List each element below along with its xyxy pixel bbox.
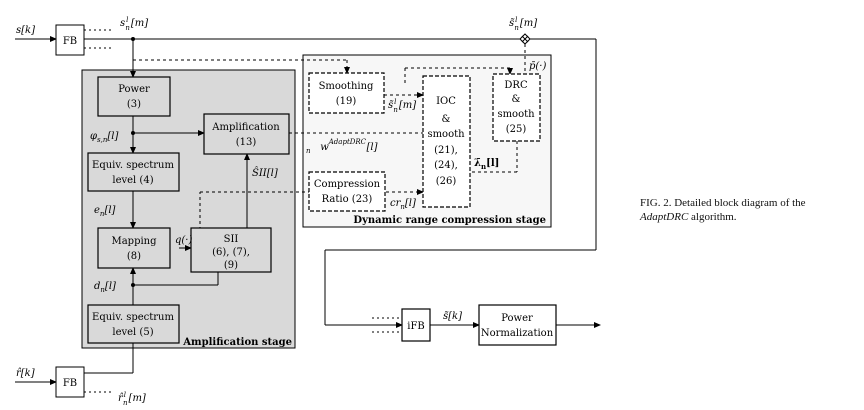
svg-text:&: & [442, 114, 451, 125]
svg-text:(6), (7),: (6), (7), [212, 247, 250, 258]
svg-text:(9): (9) [224, 260, 238, 271]
svg-text:Mapping: Mapping [111, 236, 157, 247]
drc-smooth-block: DRC & smooth (25) [492, 73, 541, 142]
svg-text:(3): (3) [127, 99, 141, 110]
svg-text:smooth: smooth [427, 129, 465, 140]
multiplier-symbol [519, 33, 531, 45]
smoothing-block: Smoothing (19) [308, 72, 385, 114]
power-normalization-block: Power Normalization [478, 304, 557, 346]
mapping-block: Mapping (8) [97, 227, 171, 269]
sii-block: SII (6), (7), (9) [190, 227, 272, 273]
fb-top-block: FB [55, 24, 85, 56]
signal-e-label: en[l] [94, 205, 116, 218]
equiv-spectrum-level-5-block: Equiv. spectrum level (5) [87, 304, 180, 344]
svg-text:IOC: IOC [436, 96, 456, 107]
svg-text:Amplification: Amplification [211, 122, 280, 133]
signal-d-label: dn[l] [94, 281, 116, 294]
signal-sii-hat-label: ŜII[l] [252, 167, 278, 179]
svg-text:(8): (8) [127, 251, 141, 262]
signal-p-bar-label: p̄(·) [529, 61, 546, 72]
signal-q-label: q(·) [175, 235, 192, 246]
power-block: Power (3) [97, 76, 171, 117]
svg-text:Ratio (23): Ratio (23) [322, 194, 373, 205]
drc-stage-label: Dynamic range compression stage [353, 215, 546, 226]
figure-caption: FIG. 2. Detailed block diagram of the Ad… [640, 197, 806, 223]
svg-text:Equiv. spectrum: Equiv. spectrum [92, 160, 174, 171]
ioc-smooth-block: IOC & smooth (21), (24), (26) [422, 75, 471, 208]
svg-text:DRC: DRC [504, 80, 528, 91]
signal-lambda-label: λ̄n[l] [474, 158, 499, 171]
compression-ratio-block: Compression Ratio (23) [308, 171, 386, 212]
svg-text:Equiv. spectrum: Equiv. spectrum [92, 312, 174, 323]
signal-s-input-label: s[k] [16, 25, 35, 36]
svg-text:level (4): level (4) [112, 175, 153, 186]
caption-algorithm-name: AdaptDRC [640, 211, 689, 223]
svg-text:Normalization: Normalization [481, 328, 554, 339]
svg-text:level (5): level (5) [112, 327, 153, 338]
amplification-block: Amplification (13) [203, 113, 290, 155]
svg-text:(26): (26) [436, 176, 457, 187]
equiv-spectrum-level-4-block: Equiv. spectrum level (4) [87, 152, 180, 192]
svg-text:Smoothing: Smoothing [319, 81, 374, 92]
svg-text:SII: SII [224, 234, 239, 245]
signal-cr-label: crn[l] [390, 198, 416, 211]
ifb-block: iFB [401, 308, 431, 342]
svg-text:(21),: (21), [434, 145, 458, 156]
amplification-stage-label: Amplification stage [182, 337, 292, 348]
signal-r-hat-input-label: r̂[k] [16, 368, 35, 379]
svg-text:(24),: (24), [434, 160, 458, 171]
fb-bottom-block: FB [55, 366, 85, 398]
svg-text:FB: FB [63, 36, 77, 47]
svg-text:Power: Power [501, 313, 533, 324]
svg-text:Compression: Compression [314, 179, 381, 190]
signal-phi-label: φs,n[l] [90, 131, 118, 144]
svg-text:(13): (13) [236, 137, 257, 148]
signal-s-tilde-k-label: s̃[k] [443, 311, 462, 322]
svg-text:&: & [512, 94, 521, 105]
svg-text:Power: Power [118, 84, 150, 95]
svg-text:(19): (19) [336, 96, 357, 107]
svg-text:smooth: smooth [497, 109, 535, 120]
svg-text:iFB: iFB [407, 321, 425, 332]
svg-text:(25): (25) [506, 124, 527, 135]
svg-text:FB: FB [63, 378, 77, 389]
